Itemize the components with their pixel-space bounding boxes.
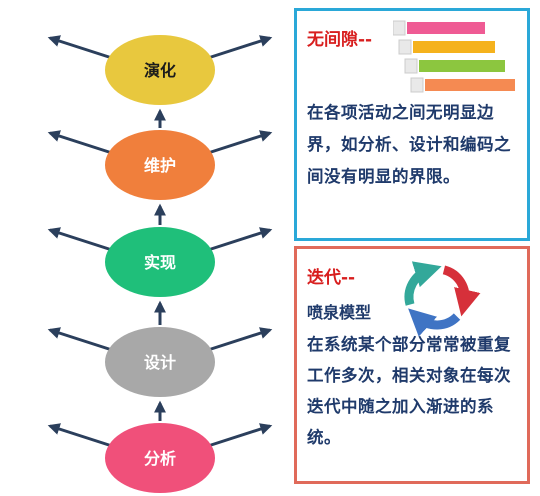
iteration-text: 在系统某个部分常常被重复工作多次，相关对象在每次迭代中随之加入渐进的系统。 — [307, 335, 511, 447]
step-block-4 — [410, 77, 424, 93]
step-block-3 — [404, 58, 418, 74]
arrow-left-design — [47, 327, 113, 352]
step-block-1 — [393, 20, 406, 36]
arrow-left-maintenance — [47, 130, 113, 155]
node-ellipse-design — [105, 327, 215, 397]
node-ellipse-maintenance — [105, 130, 215, 200]
node-ellipse-implementation — [105, 227, 215, 297]
arrows-layer — [47, 35, 273, 448]
node-label-implementation: 实现 — [144, 253, 176, 272]
step-bar-3 — [419, 60, 505, 72]
step-bar-2 — [413, 41, 495, 53]
arrow-left-analysis — [47, 423, 113, 448]
cycle-icon — [404, 261, 481, 337]
arrow-right-design — [207, 327, 273, 352]
seamless-title: 无间隙-- — [307, 30, 373, 50]
arrow-right-analysis — [207, 423, 273, 448]
node-maintenance: 维护 — [105, 130, 215, 200]
cycle-arrow-2 — [408, 308, 461, 337]
iteration-title: 迭代-- — [307, 268, 356, 288]
seamless-box: 无间隙-- 在各项活动之间无明显边界，如分析、设计和编码之间没有明显的界限。 — [294, 8, 530, 241]
arrow-left-evolution — [47, 35, 113, 60]
arrow-right-maintenance — [207, 130, 273, 155]
cycle-arrow-1 — [442, 265, 481, 317]
node-label-maintenance: 维护 — [144, 156, 176, 175]
step-bar-4 — [425, 79, 515, 91]
node-ellipse-evolution — [105, 35, 215, 105]
node-label-analysis: 分析 — [144, 449, 176, 468]
node-design: 设计 — [105, 327, 215, 397]
staircase-icon — [393, 20, 515, 93]
iteration-box: 迭代-- 喷泉模型 在系统某个部分常常被重复工作多次，相关对象在每次迭代中随之加… — [294, 246, 530, 484]
iteration-subtitle: 喷泉模型 — [307, 303, 372, 322]
node-evolution: 演化 — [105, 35, 215, 105]
arrow-right-evolution — [207, 35, 273, 60]
node-label-evolution: 演化 — [144, 61, 176, 80]
step-block-2 — [398, 39, 412, 55]
node-implementation: 实现 — [105, 227, 215, 297]
node-analysis: 分析 — [105, 423, 215, 493]
arrow-left-implementation — [47, 227, 113, 252]
node-ellipse-analysis — [105, 423, 215, 493]
cycle-arrow-3 — [404, 261, 442, 306]
step-bar-1 — [407, 22, 485, 34]
node-label-design: 设计 — [144, 353, 176, 372]
arrow-right-implementation — [207, 227, 273, 252]
seamless-text: 在各项活动之间无明显边界，如分析、设计和编码之间没有明显的界限。 — [307, 103, 511, 186]
